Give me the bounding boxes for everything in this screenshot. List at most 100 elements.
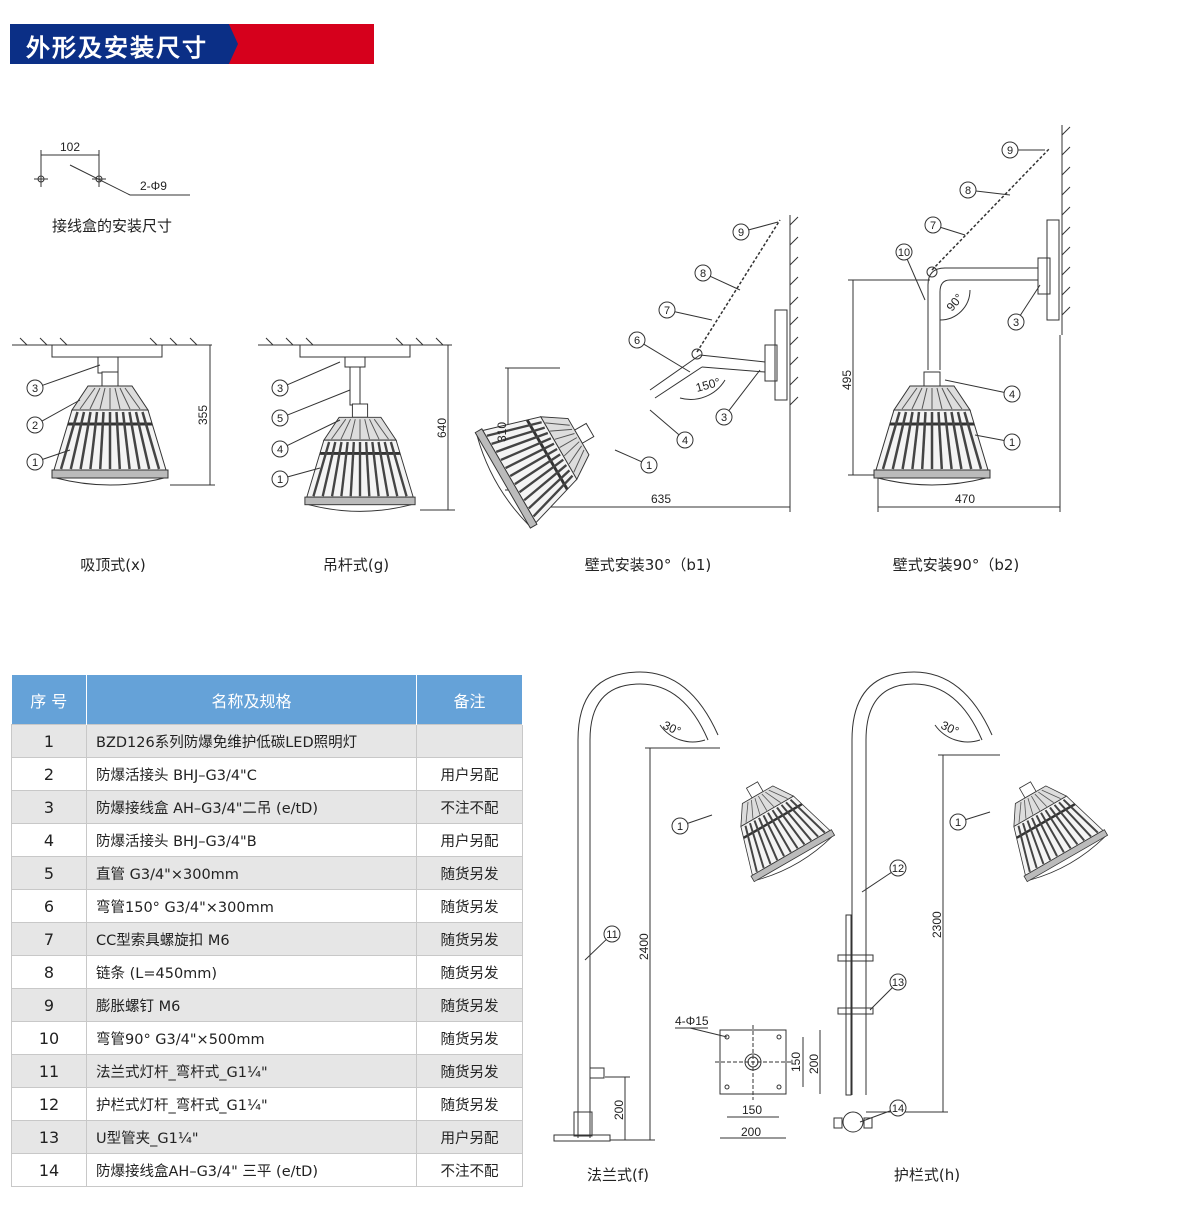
callout-b2-1: 1 (974, 433, 1021, 451)
cell-note: 不注不配 (416, 790, 523, 824)
callout-circle (676, 431, 694, 449)
angle-b1: 150° (694, 375, 722, 395)
callout-number: 7 (664, 305, 670, 317)
header-no: 序 号 (11, 675, 87, 725)
angle-b2: 90° (944, 291, 967, 314)
callout-number: 5 (277, 413, 283, 425)
cell-note: 不注不配 (416, 1153, 523, 1187)
cell-no: 2 (11, 757, 87, 791)
cell-note: 随货另发 (416, 889, 523, 923)
cell-no: 3 (11, 790, 87, 824)
callout-b1-3: 3 (715, 369, 761, 426)
banner-blue-segment (10, 24, 238, 64)
cell-name: BZD126系列防爆免维护低碳LED照明灯 (86, 724, 417, 758)
cell-note (416, 724, 523, 758)
callout-circle (895, 243, 913, 261)
callout-g-4: 4 (271, 419, 341, 458)
junction-box-mounting-diagram: 102 2-Φ9 (34, 140, 190, 196)
callout-number: 4 (1009, 389, 1015, 401)
caption-x: 吸顶式(x) (80, 556, 146, 574)
callout-number: 10 (898, 247, 910, 259)
angle-f: 30° (661, 718, 684, 738)
callout-b2-7: 7 (924, 216, 966, 236)
dim-102: 102 (60, 140, 80, 154)
callout-number: 1 (955, 817, 961, 829)
callout-circle (26, 379, 44, 397)
cell-no: 14 (11, 1153, 87, 1187)
callout-h-1: 1 (949, 811, 991, 831)
callout-number: 1 (646, 460, 652, 472)
callout-number: 7 (930, 220, 936, 232)
cell-name: 防爆活接头 BHJ–G3/4"B (86, 823, 417, 857)
caption-h: 护栏式(h) (893, 1166, 961, 1184)
callout-b2-4: 4 (944, 379, 1021, 403)
led-lamp (1013, 781, 1109, 883)
callout-b1-4: 4 (649, 409, 694, 449)
flange-dim-outer-v: 200 (807, 1054, 821, 1074)
callout-g-1: 1 (271, 467, 321, 488)
cell-name: 弯管90° G3/4"×500mm (86, 1021, 417, 1055)
cell-no: 12 (11, 1087, 87, 1121)
led-lamp (474, 416, 595, 529)
callout-b1-1: 1 (614, 449, 658, 474)
dim-h-height: 2300 (930, 911, 944, 938)
callout-number: 11 (606, 929, 617, 941)
cell-name: U型管夹_G1¼" (86, 1120, 417, 1154)
callout-number: 3 (1013, 317, 1019, 329)
callout-circle (640, 456, 658, 474)
callout-number: 1 (677, 821, 683, 833)
cell-no: 9 (11, 988, 87, 1022)
dim-b2-height: 495 (840, 370, 854, 390)
callout-g-3: 3 (271, 361, 341, 397)
cell-note: 用户另配 (416, 1120, 523, 1154)
header-note: 备注 (416, 675, 523, 725)
callout-h-12: 12 (861, 859, 907, 893)
callout-circle (628, 331, 646, 349)
callout-circle (671, 817, 689, 835)
cell-name: 护栏式灯杆_弯杆式_G1¼" (86, 1087, 417, 1121)
angle-h: 30° (939, 718, 962, 738)
callout-circle (889, 973, 907, 991)
callout-circle (715, 408, 733, 426)
callout-x-2: 2 (26, 399, 81, 434)
cell-no: 4 (11, 823, 87, 857)
callout-circle (271, 470, 289, 488)
callout-circle (889, 859, 907, 877)
caption-b1: 壁式安装30°（b1) (584, 556, 712, 574)
pole-f (553, 671, 720, 1142)
callout-number: 1 (277, 474, 283, 486)
callout-h-14: 14 (859, 1099, 907, 1123)
callout-circle (889, 1099, 907, 1117)
cell-name: 防爆活接头 BHJ–G3/4"C (86, 757, 417, 791)
cell-no: 5 (11, 856, 87, 890)
callout-circle (949, 813, 967, 831)
callout-number: 14 (892, 1103, 904, 1115)
dim-b1-width: 635 (651, 492, 671, 506)
callout-circle (271, 409, 289, 427)
callout-f-11: 11 (584, 925, 621, 961)
cell-no: 6 (11, 889, 87, 923)
callout-number: 8 (965, 185, 971, 197)
led-lamp (51, 371, 169, 486)
callout-circle (271, 440, 289, 458)
cell-no: 11 (11, 1054, 87, 1088)
callout-circle (1007, 313, 1025, 331)
callout-circle (271, 379, 289, 397)
cell-name: 法兰式灯杆_弯杆式_G1¼" (86, 1054, 417, 1088)
cell-note: 随货另发 (416, 1087, 523, 1121)
callout-circle (26, 416, 44, 434)
ceiling-g (258, 337, 455, 511)
flange-dim-inner-v: 150 (789, 1052, 803, 1072)
cell-name: 弯管150° G3/4"×300mm (86, 889, 417, 923)
cell-no: 13 (11, 1120, 87, 1154)
callout-b2-9: 9 (1001, 141, 1045, 159)
led-lamp (304, 403, 416, 512)
callout-g-5: 5 (271, 389, 351, 427)
